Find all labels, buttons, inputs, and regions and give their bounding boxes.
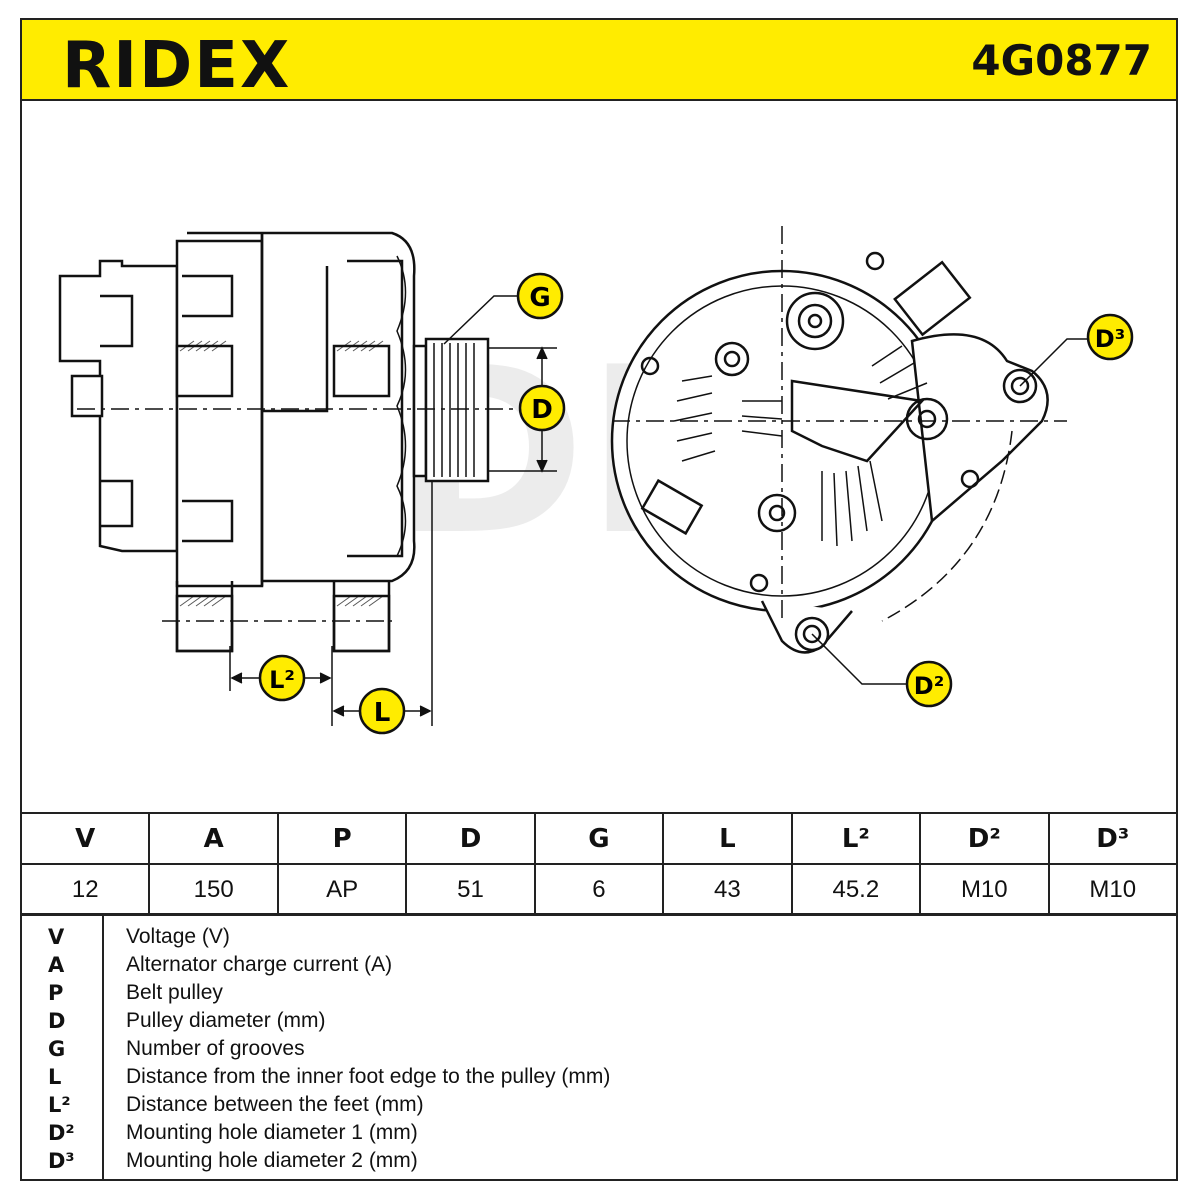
legend-row: V Voltage (V) bbox=[22, 925, 1176, 953]
legend-row: L² Distance between the feet (mm) bbox=[22, 1093, 1176, 1121]
spec-header-cell: D³ bbox=[1047, 812, 1178, 865]
spec-value-cell: 6 bbox=[533, 863, 665, 916]
legend-key: D³ bbox=[48, 1149, 75, 1173]
label-l2: L² bbox=[269, 666, 295, 694]
spec-header-cell: G bbox=[533, 812, 665, 865]
label-d2: D² bbox=[914, 672, 944, 700]
legend-desc: Belt pulley bbox=[126, 981, 223, 1004]
leader-d2 bbox=[811, 633, 907, 685]
legend-desc: Distance between the feet (mm) bbox=[126, 1093, 424, 1116]
spec-value-cell: 150 bbox=[148, 863, 279, 916]
legend: V Voltage (V) A Alternator charge curren… bbox=[20, 913, 1178, 1181]
callout-l2 bbox=[258, 654, 306, 702]
legend-key: G bbox=[48, 1037, 66, 1061]
spec-value-cell: 51 bbox=[405, 863, 536, 916]
legend-key: A bbox=[48, 953, 65, 977]
legend-divider bbox=[102, 915, 104, 1179]
spec-header-cell: L² bbox=[790, 812, 922, 865]
callout-g bbox=[516, 272, 564, 320]
legend-row: A Alternator charge current (A) bbox=[22, 953, 1176, 981]
legend-key: D² bbox=[48, 1121, 75, 1145]
callout-d3 bbox=[1086, 313, 1134, 361]
spec-value-cell: 45.2 bbox=[790, 863, 922, 916]
spec-header-cell: L bbox=[662, 812, 793, 865]
legend-row: D³ Mounting hole diameter 2 (mm) bbox=[22, 1149, 1176, 1177]
legend-key: V bbox=[48, 925, 65, 949]
spec-header-cell: D² bbox=[919, 812, 1050, 865]
spec-value-cell: AP bbox=[276, 863, 408, 916]
legend-desc: Alternator charge current (A) bbox=[126, 953, 393, 976]
legend-key: L bbox=[48, 1065, 62, 1089]
spec-header-cell: V bbox=[19, 812, 151, 865]
legend-desc: Distance from the inner foot edge to the… bbox=[126, 1065, 611, 1088]
end-view bbox=[610, 251, 1049, 654]
legend-desc: Number of grooves bbox=[126, 1037, 305, 1060]
spec-value-cell: M10 bbox=[1047, 863, 1178, 916]
brand-logo: RIDEX bbox=[62, 29, 292, 103]
dimension-l2 bbox=[229, 646, 333, 691]
dimension-l bbox=[331, 481, 433, 726]
legend-row: P Belt pulley bbox=[22, 981, 1176, 1009]
legend-desc: Pulley diameter (mm) bbox=[126, 1009, 326, 1032]
spec-header-cell: D bbox=[405, 812, 536, 865]
legend-row: G Number of grooves bbox=[22, 1037, 1176, 1065]
legend-key: P bbox=[48, 981, 64, 1005]
legend-row: D² Mounting hole diameter 1 (mm) bbox=[22, 1121, 1176, 1149]
label-g: G bbox=[529, 283, 550, 313]
label-d3: D³ bbox=[1095, 325, 1125, 353]
spec-value-cell: 12 bbox=[19, 863, 151, 916]
spec-table: V A P D G L L² D² D³ 12 150 AP 51 6 43 4… bbox=[19, 812, 1178, 916]
spec-header-cell: A bbox=[148, 812, 279, 865]
legend-row: D Pulley diameter (mm) bbox=[22, 1009, 1176, 1037]
leader-d3 bbox=[1019, 338, 1092, 387]
legend-desc: Voltage (V) bbox=[126, 925, 230, 948]
tube-hatches bbox=[179, 340, 384, 607]
legend-desc: Mounting hole diameter 2 (mm) bbox=[126, 1149, 418, 1172]
callout-l bbox=[358, 687, 406, 735]
callout-d2 bbox=[905, 660, 953, 708]
side-view bbox=[58, 231, 490, 653]
legend-desc: Mounting hole diameter 1 (mm) bbox=[126, 1121, 418, 1144]
spec-value-row: 12 150 AP 51 6 43 45.2 M10 M10 bbox=[19, 863, 1178, 916]
vent-slots bbox=[673, 345, 928, 547]
spec-header-row: V A P D G L L² D² D³ bbox=[19, 812, 1178, 865]
label-d: D bbox=[531, 395, 553, 425]
spec-value-cell: M10 bbox=[919, 863, 1050, 916]
legend-row: L Distance from the inner foot edge to t… bbox=[22, 1065, 1176, 1093]
legend-key: D bbox=[48, 1009, 66, 1033]
legend-key: L² bbox=[48, 1093, 71, 1117]
label-l: L bbox=[374, 698, 391, 728]
header-bar: RIDEX 4G0877 bbox=[20, 18, 1178, 101]
alternator-drawing: RIDEX bbox=[58, 226, 1134, 735]
part-number: 4G0877 bbox=[971, 36, 1152, 85]
spec-value-cell: 43 bbox=[662, 863, 793, 916]
spec-header-cell: P bbox=[276, 812, 408, 865]
leader-g bbox=[443, 295, 517, 345]
callout-d bbox=[518, 384, 566, 432]
